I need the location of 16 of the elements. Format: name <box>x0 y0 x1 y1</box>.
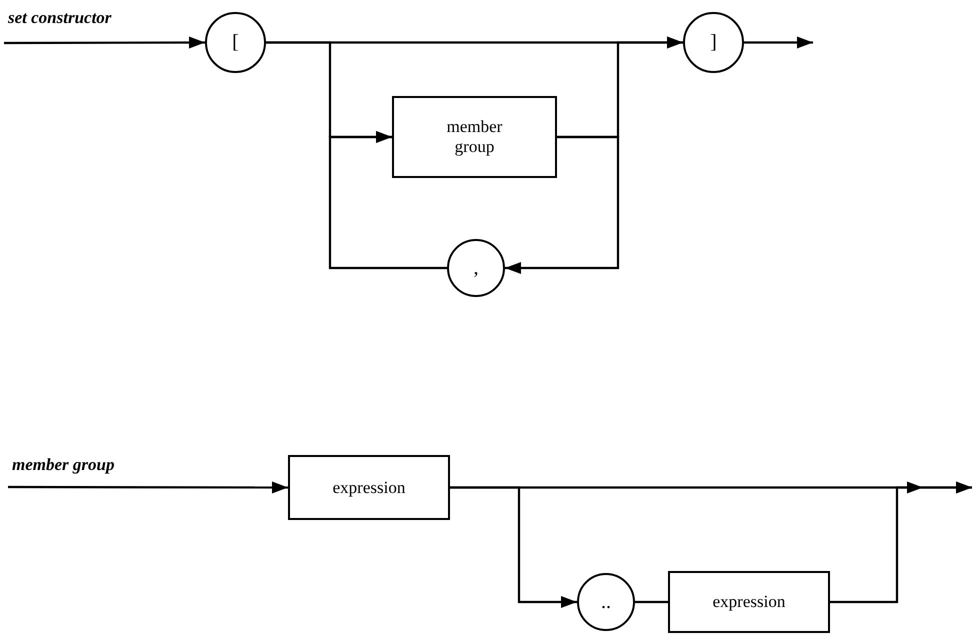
rule-name-label: member group <box>12 455 114 475</box>
terminal-circle: , <box>447 239 505 297</box>
arrow <box>505 136 620 274</box>
arrow <box>744 36 813 48</box>
terminal-circle: [ <box>205 12 266 73</box>
terminal-circle: ] <box>683 12 744 73</box>
arrow <box>328 131 447 270</box>
nonterminal-box: member group <box>392 96 557 178</box>
rule-name-label: set constructor <box>8 8 112 28</box>
arrow <box>8 481 288 494</box>
arrow <box>830 482 972 604</box>
terminal-circle: .. <box>577 573 635 631</box>
nonterminal-box: expression <box>668 571 830 633</box>
arrow <box>450 486 577 608</box>
nonterminal-box: expression <box>288 455 450 520</box>
arrow <box>4 36 205 49</box>
